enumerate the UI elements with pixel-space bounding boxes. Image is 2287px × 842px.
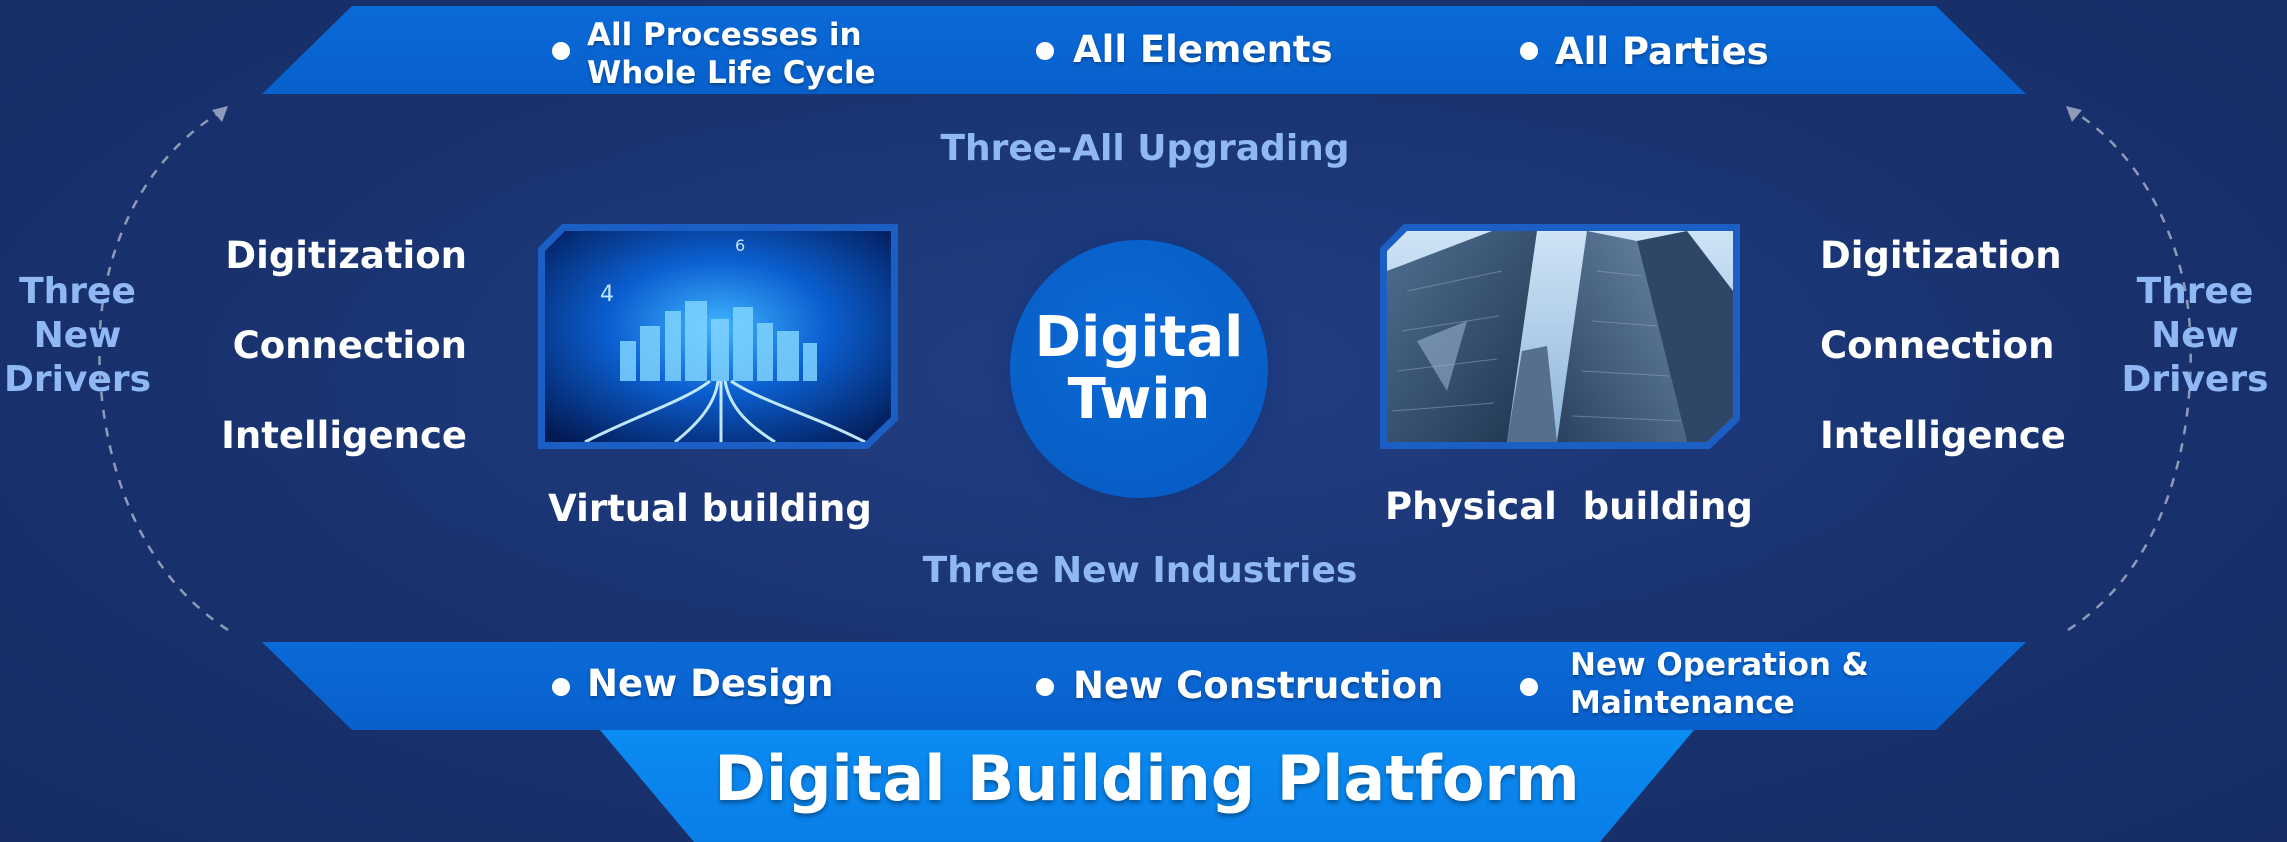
three-new-industries-label: Three New Industries [922, 550, 1358, 591]
band-item-new-design: New Design [587, 662, 834, 705]
band-item-new-operation: New Operation & Maintenance [1570, 647, 1869, 721]
digital-twin-label: Digital Twin [1034, 305, 1244, 432]
bullet-icon [1520, 678, 1538, 696]
bullet-icon [552, 678, 570, 696]
virtual-building-caption: Virtual building [548, 487, 872, 530]
band-item-processes: All Processes in Whole Life Cycle [587, 17, 876, 91]
right-list-digitization: Digitization [1820, 234, 2062, 277]
platform-title: Digital Building Platform [714, 742, 1580, 815]
svg-text:6: 6 [735, 236, 745, 255]
left-three-new-drivers-label: Three New Drivers [3, 271, 152, 400]
right-list-intelligence: Intelligence [1820, 414, 2066, 457]
right-three-new-drivers-label: Three New Drivers [2121, 271, 2269, 400]
digital-twin-circle: Digital Twin [1010, 240, 1268, 498]
three-all-upgrading-label: Three-All Upgrading [940, 128, 1350, 169]
left-list-digitization: Digitization [225, 234, 467, 277]
digital-building-platform-base [600, 730, 1694, 842]
left-list-connection: Connection [232, 324, 467, 367]
bullet-icon [1036, 42, 1054, 60]
virtual-building-image-frame: 4 6 [538, 224, 898, 449]
bullet-icon [552, 42, 570, 60]
physical-building-image-frame [1380, 224, 1740, 449]
bullet-icon [1520, 42, 1538, 60]
svg-text:4: 4 [600, 282, 614, 307]
physical-skyscrapers-image [1387, 231, 1733, 442]
left-arc-arrowhead-icon [212, 106, 228, 122]
band-item-parties: All Parties [1555, 30, 1769, 73]
right-arc-arrowhead-icon [2066, 106, 2082, 122]
virtual-city-image: 4 6 [545, 231, 891, 442]
bullet-icon [1036, 678, 1054, 696]
physical-building-caption: Physical building [1385, 485, 1753, 528]
right-list-connection: Connection [1820, 324, 2055, 367]
right-dashed-arc-icon [2067, 106, 2192, 632]
left-list-intelligence: Intelligence [221, 414, 467, 457]
band-item-new-construction: New Construction [1073, 664, 1444, 707]
band-item-elements: All Elements [1073, 28, 1333, 71]
